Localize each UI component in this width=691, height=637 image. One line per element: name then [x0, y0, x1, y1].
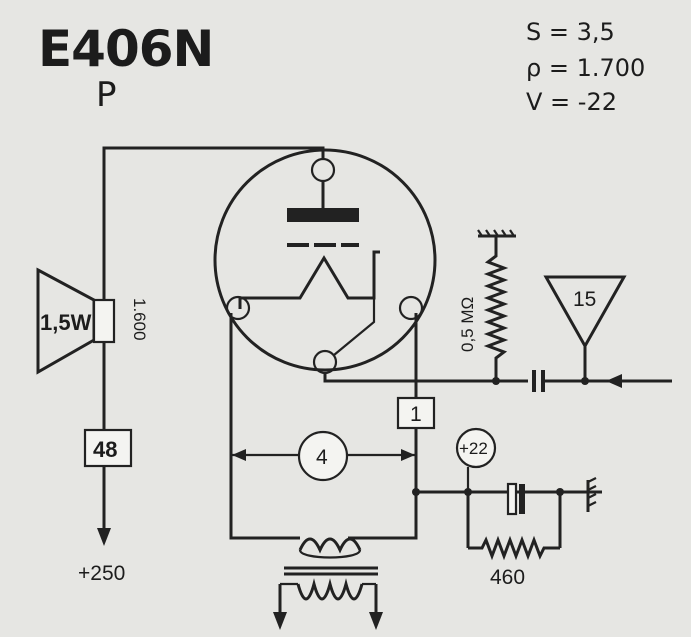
ground-hatch [509, 229, 515, 237]
bypass-capacitor-plate [519, 484, 525, 514]
arrow-down-icon [273, 612, 287, 630]
anode-plate [287, 208, 359, 222]
current-box [83, 428, 133, 468]
heater-circle [297, 430, 349, 482]
arrow-down-icon [97, 528, 111, 546]
filament-pin-left [225, 295, 251, 321]
arrow-right-icon [401, 449, 415, 461]
screen-current-box [396, 396, 436, 430]
junction-dot [412, 488, 420, 496]
ground-hatch [587, 485, 597, 491]
heater-connection-label: 4 [316, 446, 328, 469]
junction-dot [556, 488, 564, 496]
plate-voltage-label: +250 [78, 562, 125, 585]
ground-hatch [587, 493, 597, 499]
plate-wire [102, 146, 325, 300]
grid-internal-lead [333, 252, 376, 356]
junction-dot [581, 377, 589, 385]
filament-wire-left [229, 313, 300, 540]
bias-circle [455, 427, 497, 469]
output-current-label: 48 [93, 437, 117, 462]
transformer-secondary [296, 578, 364, 601]
anode-pin [310, 157, 336, 183]
input-arrow-icon [606, 374, 622, 388]
spec-grid-bias: V = -22 [526, 88, 617, 116]
ground-hatch [587, 501, 597, 507]
screen-current-label: 1 [410, 403, 422, 426]
tube-type-title: E406N [38, 20, 213, 78]
speaker-power-label: 1,5W [40, 310, 92, 335]
filament-pin-right [398, 295, 424, 321]
spec-internal-resistance: ρ = 1.700 [526, 54, 645, 82]
ground-hatch [477, 229, 483, 237]
junction-dot [492, 377, 500, 385]
ground-hatch [493, 229, 499, 237]
arrow-down-icon [369, 612, 383, 630]
input-level-label: 15 [573, 288, 596, 311]
transformer-loop [298, 549, 362, 559]
transformer-primary [298, 537, 362, 554]
ground-hatch [485, 229, 491, 237]
input-level-triangle [543, 275, 627, 350]
cathode-resistor [468, 535, 560, 561]
bypass-capacitor [506, 482, 518, 516]
ground-hatch [501, 229, 507, 237]
bias-voltage-label: +22 [459, 439, 488, 458]
tube-class-label: P [96, 75, 117, 115]
cathode-resistor-label: 460 [490, 566, 525, 589]
speaker-impedance-label: 1.600 [130, 298, 149, 341]
arrow-left-icon [232, 449, 246, 461]
speaker-transformer [92, 298, 116, 344]
grid-resistor [483, 236, 509, 381]
grid-wire [323, 373, 528, 383]
grid-resistor-label: 0,5 MΩ [458, 297, 477, 352]
tube-envelope [213, 148, 437, 372]
filament-wire-right [348, 313, 418, 540]
ground-hatch [587, 477, 597, 483]
filament [238, 250, 380, 309]
spec-transconductance: S = 3,5 [526, 18, 615, 46]
